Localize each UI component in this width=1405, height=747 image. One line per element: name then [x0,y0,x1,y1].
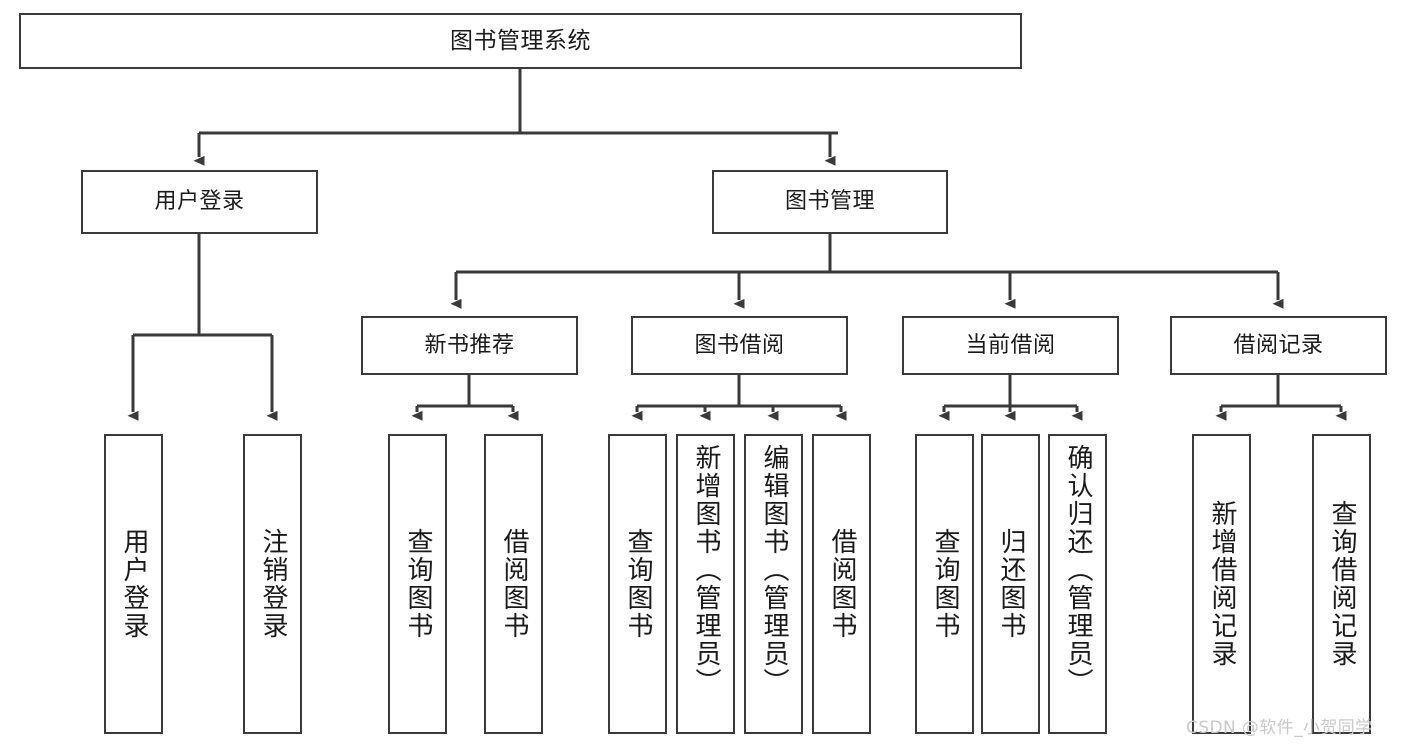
node-label: 当前借阅 [965,332,1056,358]
node-leaf-add-book-admin[interactable]: 新增图书（管理员） [676,434,735,734]
node-label: 查询图书 [623,528,654,640]
node-label: 新书推荐 [424,332,515,358]
node-leaf-edit-book-admin[interactable]: 编辑图书（管理员） [744,434,803,734]
node-leaf-query-books-current[interactable]: 查询图书 [915,434,974,734]
node-root-book-management-system[interactable]: 图书管理系统 [19,13,1022,69]
node-leaf-query-books-borrow[interactable]: 查询图书 [608,434,667,734]
node-label: 用户登录 [154,189,245,215]
node-label: 借阅图书 [827,528,858,640]
node-label: 确认归还（管理员） [1063,444,1094,696]
node-current-borrowing[interactable]: 当前借阅 [902,316,1119,375]
node-leaf-confirm-return-admin[interactable]: 确认归还（管理员） [1048,434,1107,734]
node-label: 图书借阅 [694,332,785,358]
watermark-text: CSDN @软件_小贺同学 [1186,718,1373,738]
node-label: 借阅图书 [499,528,530,640]
node-label: 查询图书 [403,528,434,640]
node-label: 新增借阅记录 [1207,500,1238,668]
node-label: 新增图书（管理员） [691,444,722,696]
node-leaf-user-login[interactable]: 用户登录 [104,434,163,734]
node-leaf-add-borrow-record[interactable]: 新增借阅记录 [1192,434,1251,734]
node-book-borrowing[interactable]: 图书借阅 [631,316,848,375]
node-user-login[interactable]: 用户登录 [81,170,318,234]
node-new-book-recommendation[interactable]: 新书推荐 [361,316,578,375]
node-leaf-borrow-books[interactable]: 借阅图书 [812,434,871,734]
node-leaf-query-books-new[interactable]: 查询图书 [388,434,447,734]
node-label: 查询图书 [930,528,961,640]
node-leaf-query-borrow-record[interactable]: 查询借阅记录 [1312,434,1371,734]
node-label: 图书管理系统 [450,27,591,54]
node-leaf-return-books[interactable]: 归还图书 [981,434,1040,734]
node-label: 归还图书 [996,528,1027,640]
node-label: 图书管理 [784,189,875,215]
node-label: 编辑图书（管理员） [759,444,790,696]
node-label: 注销登录 [258,528,289,640]
node-leaf-borrow-books-new[interactable]: 借阅图书 [484,434,543,734]
node-label: 查询借阅记录 [1327,500,1358,668]
node-book-management[interactable]: 图书管理 [712,170,948,234]
node-label: 用户登录 [119,528,150,640]
node-borrow-records[interactable]: 借阅记录 [1170,316,1387,375]
node-leaf-logout[interactable]: 注销登录 [243,434,302,734]
node-label: 借阅记录 [1233,332,1324,358]
